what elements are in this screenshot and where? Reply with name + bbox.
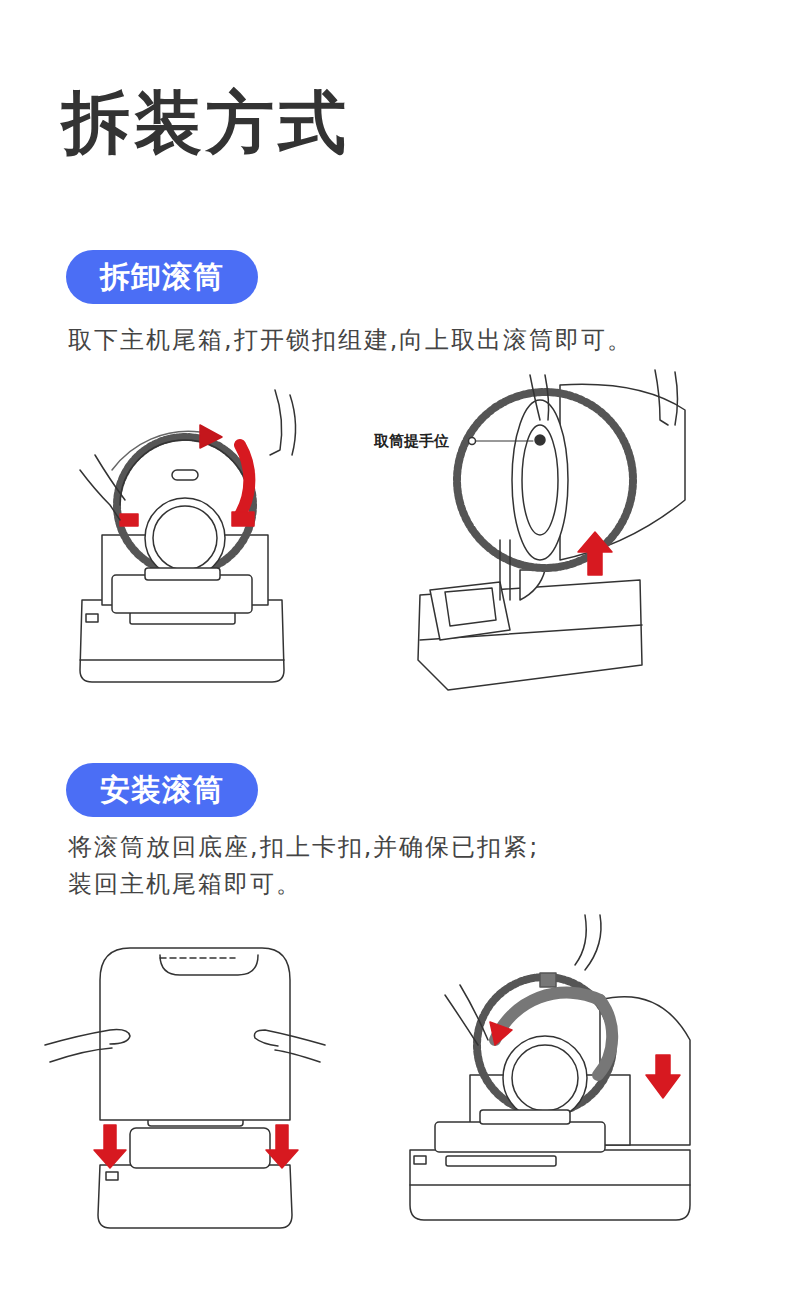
section-badge: 拆卸滚筒 <box>66 250 258 304</box>
figure-remove-ring <box>80 390 296 682</box>
badge-text: 安装滚筒 <box>100 772 224 807</box>
figure-lift-drum <box>418 370 685 690</box>
instruction-text: 将滚筒放回底座,扣上卡扣,并确保已扣紧; 装回主机尾箱即可。 <box>68 829 546 903</box>
figure-tail-box <box>45 948 325 1228</box>
section-badge: 安装滚筒 <box>66 763 258 817</box>
page-title: 拆装方式 <box>62 82 350 164</box>
instruction-text: 取下主机尾箱,打开锁扣组建,向上取出滚筒即可。 <box>68 322 633 359</box>
callout-label: 取筒提手位 <box>372 432 451 451</box>
badge-text: 拆卸滚筒 <box>100 259 224 294</box>
figure-install <box>410 915 690 1220</box>
